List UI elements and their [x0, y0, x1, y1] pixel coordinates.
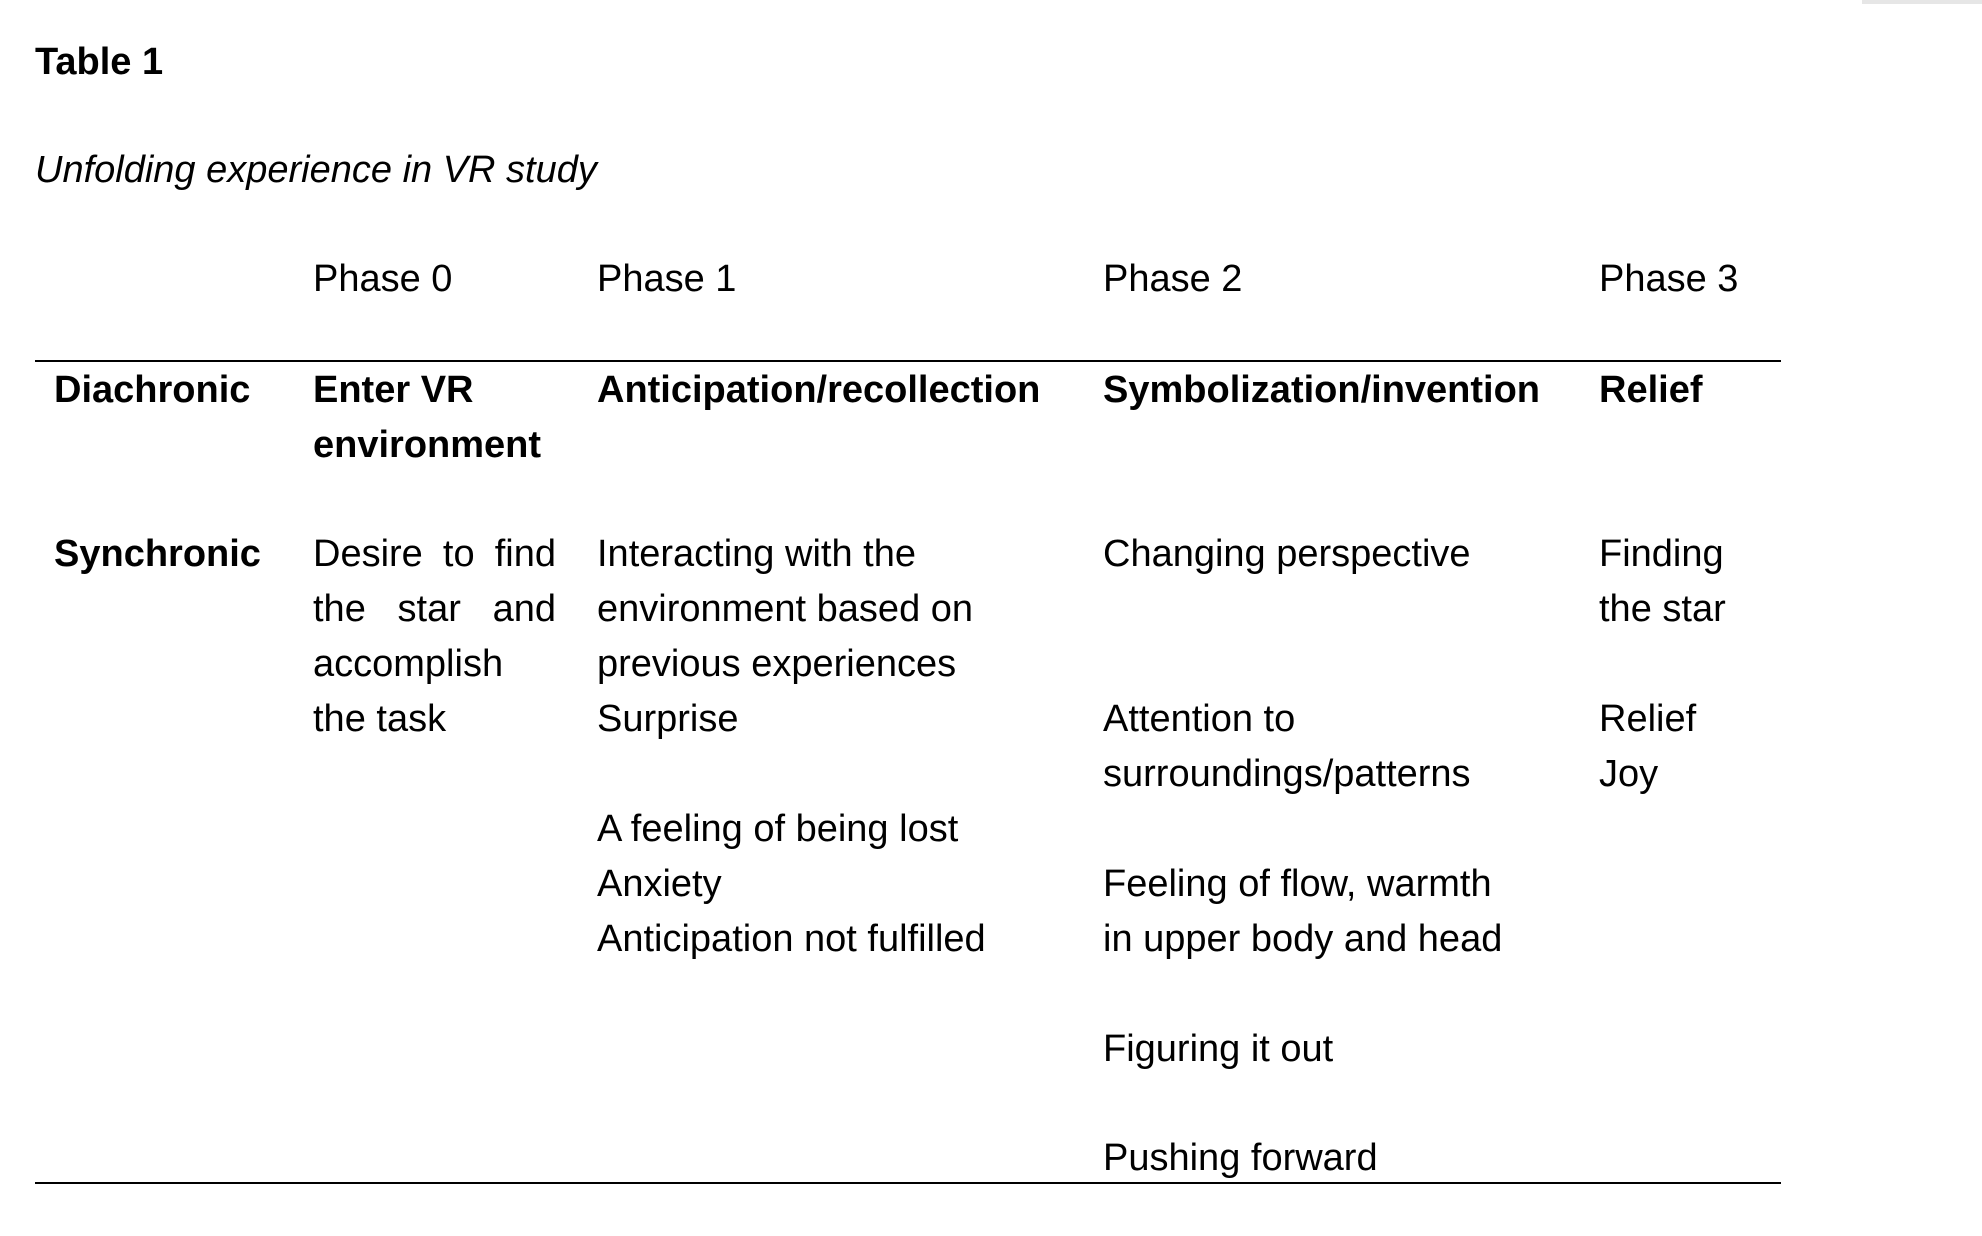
- cell-line: Anticipation/recollection: [597, 369, 1041, 411]
- cell-line: Desire to find: [313, 533, 556, 575]
- table-top-rule: [35, 360, 1781, 362]
- cell-line: Enter VR: [313, 369, 474, 411]
- synchronic-phase-3-block-1: Finding the star: [1599, 527, 1726, 637]
- synchronic-phase-3-block-2: Relief Joy: [1599, 692, 1696, 802]
- cell-line: surroundings/patterns: [1103, 753, 1471, 795]
- cell-line: environment: [313, 424, 542, 466]
- table-caption: Unfolding experience in VR study: [35, 149, 597, 191]
- synchronic-phase-1-block-2: A feeling of being lost Anxiety Anticipa…: [597, 802, 986, 967]
- synchronic-phase-1-block-1: Interacting with the environment based o…: [597, 527, 973, 747]
- cell-line: Feeling of flow, warmth: [1103, 863, 1492, 905]
- synchronic-phase-2-block-2: Attention to surroundings/patterns: [1103, 692, 1471, 802]
- cell-line: Interacting with the: [597, 533, 916, 575]
- cell-line: Changing perspective: [1103, 533, 1471, 575]
- diachronic-phase-2: Symbolization/invention: [1103, 363, 1540, 418]
- cell-line: the task: [313, 698, 447, 740]
- cell-line: Anxiety: [597, 863, 722, 905]
- table-label: Table 1: [35, 41, 164, 83]
- cell-line: the star: [1599, 588, 1726, 630]
- cell-line: A feeling of being lost: [597, 808, 959, 850]
- synchronic-phase-0: Desire to find the star and accomplish t…: [313, 527, 556, 747]
- cell-line: Anticipation not fulfilled: [597, 918, 986, 960]
- diachronic-phase-3: Relief: [1599, 363, 1702, 418]
- cell-line: the star and: [313, 588, 556, 630]
- diachronic-phase-0: Enter VR environment: [313, 363, 541, 473]
- header-phase-1: Phase 1: [597, 258, 737, 300]
- cell-line: Figuring it out: [1103, 1028, 1334, 1070]
- cell-line: Relief: [1599, 369, 1703, 411]
- cell-line: Pushing forward: [1103, 1137, 1378, 1179]
- cell-line: environment based on: [597, 588, 974, 630]
- cell-line: Relief: [1599, 698, 1697, 740]
- header-phase-3: Phase 3: [1599, 258, 1739, 300]
- cell-line: Finding: [1599, 533, 1724, 575]
- row-label-synchronic: Synchronic: [54, 533, 261, 575]
- synchronic-phase-2-block-1: Changing perspective: [1103, 527, 1471, 582]
- cell-line: Symbolization/invention: [1103, 369, 1541, 411]
- scrollbar-thumb[interactable]: [1862, 0, 1982, 4]
- cell-line: Attention to: [1103, 698, 1296, 740]
- synchronic-phase-2-block-5: Pushing forward: [1103, 1131, 1378, 1186]
- table-bottom-rule: [35, 1182, 1781, 1184]
- cell-line: in upper body and head: [1103, 918, 1503, 960]
- cell-line: Surprise: [597, 698, 739, 740]
- cell-line: accomplish: [313, 643, 504, 685]
- cell-line: previous experiences: [597, 643, 957, 685]
- header-phase-0: Phase 0: [313, 258, 453, 300]
- cell-line: Joy: [1599, 753, 1659, 795]
- row-label-diachronic: Diachronic: [54, 369, 251, 411]
- synchronic-phase-2-block-3: Feeling of flow, warmth in upper body an…: [1103, 857, 1502, 967]
- diachronic-phase-1: Anticipation/recollection: [597, 363, 1040, 418]
- header-phase-2: Phase 2: [1103, 258, 1243, 300]
- synchronic-phase-2-block-4: Figuring it out: [1103, 1022, 1333, 1077]
